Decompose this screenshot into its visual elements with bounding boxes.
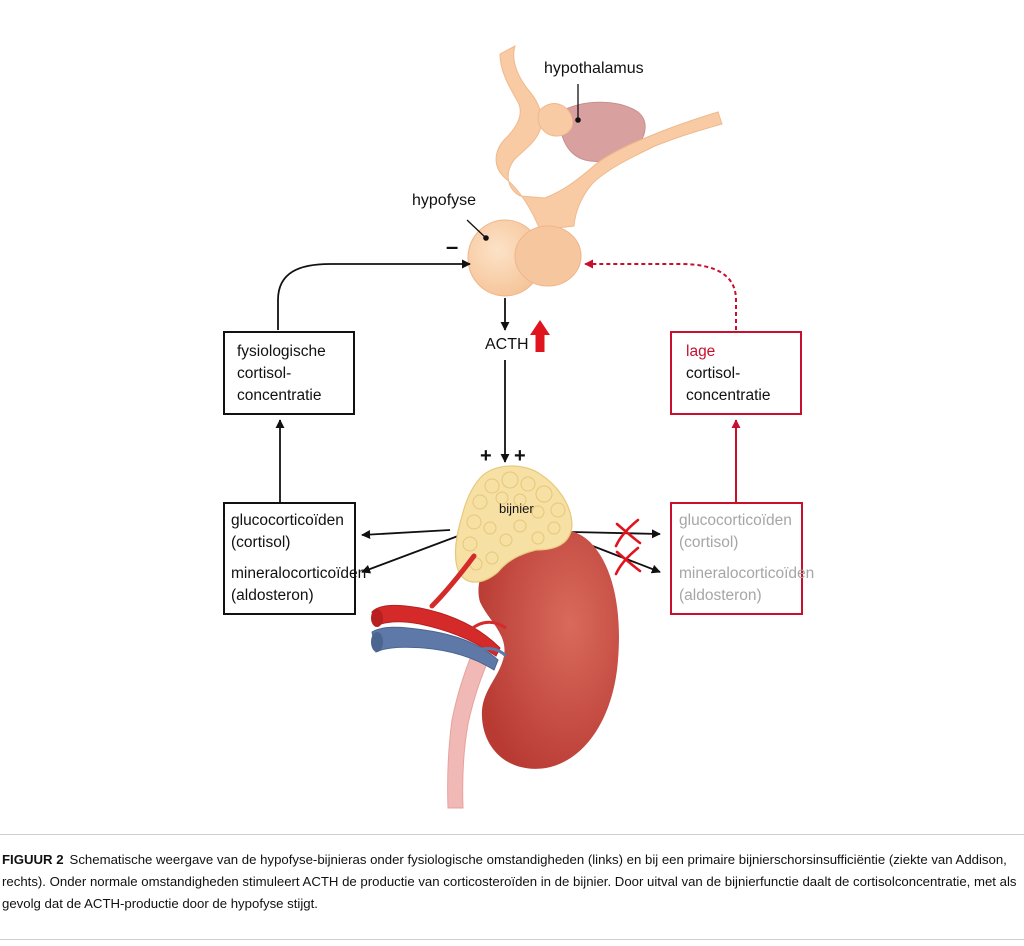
- caption-body: Schematische weergave van de hypofyse-bi…: [2, 852, 1017, 911]
- feedback-arrow-right: [584, 259, 737, 330]
- box-line: fysiologische: [237, 343, 326, 360]
- gluco-label: glucocorticoïden: [231, 512, 344, 529]
- red-x-icon: [614, 518, 642, 548]
- kidney: [478, 527, 619, 769]
- plus-sign-left: +: [480, 445, 492, 467]
- feedback-arrow-left: [277, 259, 471, 330]
- stalk-lobe: [537, 103, 574, 137]
- bijnier-label: bijnier: [499, 501, 534, 516]
- aldosteron-label: (aldosteron): [679, 587, 762, 604]
- hormones-normal-box: glucocorticoïden (cortisol) mineralocort…: [223, 502, 367, 615]
- aldosteron-label: (aldosteron): [231, 587, 314, 604]
- adrenal-to-mineralo-left-arrow: [361, 535, 459, 574]
- hormones-insufficient-box: glucocorticoïden (cortisol) mineralocort…: [670, 502, 815, 615]
- hypofyse-label: hypofyse: [412, 192, 477, 209]
- renal-vein: [371, 626, 499, 671]
- adrenal-gland: [454, 465, 573, 583]
- hypothalamus-label: hypothalamus: [544, 60, 644, 77]
- acth-label: ACTH: [485, 336, 529, 353]
- red-x-icon: [614, 546, 642, 576]
- red-up-arrow-icon: [530, 320, 550, 352]
- kidney-illustration: [371, 465, 619, 809]
- brain-illustration: [466, 44, 723, 297]
- adrenal-to-gluco-right-arrow: [571, 529, 661, 539]
- adrenal-to-gluco-left-arrow: [361, 529, 451, 540]
- caption-label: FIGUUR 2: [2, 852, 64, 867]
- adrenal-artery: [429, 553, 477, 609]
- ureter: [447, 639, 495, 809]
- low-cortisol-box: lage cortisol- concentratie: [670, 331, 802, 415]
- renal-artery: [371, 604, 501, 657]
- gluco-label: glucocorticoïden: [679, 512, 792, 529]
- box-line: concentratie: [686, 387, 771, 404]
- box-line: cortisol-: [237, 365, 292, 382]
- box-line-lage: lage: [686, 343, 716, 360]
- mineralo-label: mineralocorticoïden: [231, 565, 367, 582]
- cortisol-label: (cortisol): [679, 534, 739, 551]
- cortisol-label: (cortisol): [231, 534, 291, 551]
- plus-sign-right: +: [514, 445, 526, 467]
- minus-sign: –: [446, 234, 459, 259]
- stalk-shape: [495, 44, 723, 231]
- adrenal-axis-diagram: [275, 44, 741, 809]
- pituitary-posterior: [514, 225, 582, 287]
- box-line: cortisol-: [686, 365, 741, 382]
- mineralo-label: mineralocorticoïden: [679, 565, 815, 582]
- physiological-cortisol-box: fysiologische cortisol- concentratie: [223, 331, 355, 415]
- box-line: concentratie: [237, 387, 322, 404]
- adrenal-texture: [462, 471, 566, 571]
